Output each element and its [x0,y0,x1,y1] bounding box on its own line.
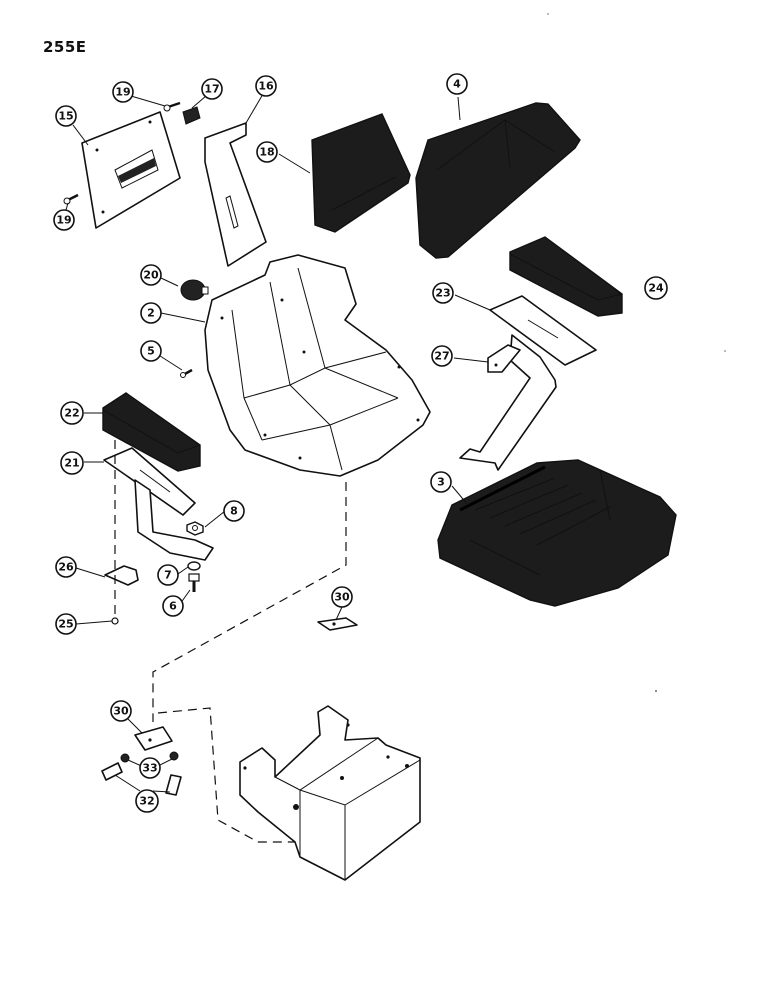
part-22-armrest-pad [102,392,201,472]
callout-6: 6 [162,595,184,617]
callout-30: 30 [110,700,132,722]
callout-label: 5 [147,345,155,358]
part-7-washer [187,561,201,571]
callout-19-bottom: 19 [53,209,75,231]
callout-24: 24 [644,276,668,300]
callout-label: 7 [164,569,172,582]
callout-8: 8 [223,500,245,522]
alignment-dashed-lines [114,440,347,843]
callout-label: 18 [259,146,274,159]
part-25-screw [111,617,119,625]
callout-32: 32 [135,789,159,813]
part-15-side-shield [81,111,181,229]
callout-23: 23 [432,282,454,304]
callout-16: 16 [255,75,277,97]
callout-label: 2 [147,307,155,320]
part-20-bumper [180,279,209,301]
callout-label: 26 [58,561,74,574]
callout-label: 21 [64,457,79,470]
callout-17: 17 [201,78,223,100]
callout-label: 6 [169,600,177,613]
part-5-screw [180,368,193,378]
callout-25: 25 [55,613,77,635]
callout-22: 22 [60,401,84,425]
callout-26: 26 [55,556,77,578]
callout-4: 4 [446,73,468,95]
part-18-back-cushion [311,113,411,233]
callout-label: 19 [56,214,71,227]
part-6-bolt [188,573,200,592]
callout-label: 23 [435,287,450,300]
callout-5: 5 [140,340,162,362]
print-specks [547,13,726,692]
part-27-armrest-support [487,344,521,373]
callout-7: 7 [157,564,179,586]
callout-3: 3 [430,471,452,493]
part-21-armrest-bracket [103,447,214,561]
callout-label: 20 [143,269,159,282]
part-19-screw-bottom [63,193,79,205]
part-17-clip [182,106,201,125]
part-19-screw-top [163,101,181,112]
callout-31: 30 [331,586,353,608]
callout-label: 4 [453,78,461,91]
part-26-clip [104,565,139,586]
callout-label: 33 [142,762,157,775]
seat-support-base [239,705,421,881]
callout-label: 17 [204,83,219,96]
part-33-washer-right [169,751,179,761]
callout-label: 27 [434,350,449,363]
part-32-bolt-left [101,762,123,781]
callout-label: 32 [139,795,154,808]
part-4-seat-back-cushion [415,102,581,259]
callout-2: 2 [140,302,162,324]
callout-label: 22 [64,407,79,420]
callout-19-top: 19 [112,81,134,103]
part-2-seat-pan [204,254,431,477]
callout-21: 21 [60,451,84,475]
callout-label: 8 [230,505,238,518]
callout-15: 15 [55,105,77,127]
part-8-nut [186,521,204,536]
part-23-armrest-bracket [459,295,597,471]
part-31-clip [317,617,358,631]
part-24-armrest-pad [509,236,623,317]
callout-label: 19 [115,86,130,99]
part-32-bolt-right [165,774,182,796]
callout-20: 20 [140,264,162,286]
callout-18: 18 [256,141,278,163]
callout-label: 15 [58,110,73,123]
callout-label: 3 [437,476,445,489]
callout-label: 24 [648,282,664,295]
callout-label: 16 [258,80,274,93]
part-16-slotted-bracket [204,122,267,267]
callout-label: 25 [58,618,73,631]
callout-33: 33 [139,757,161,779]
page-code: 255E [43,38,87,56]
callout-label: 30 [334,591,350,604]
callout-27: 27 [431,345,453,367]
part-33-washer-left [120,753,130,763]
part-3-seat-cushion [437,459,677,607]
part-30-bracket [134,726,173,751]
callout-label: 30 [113,705,129,718]
